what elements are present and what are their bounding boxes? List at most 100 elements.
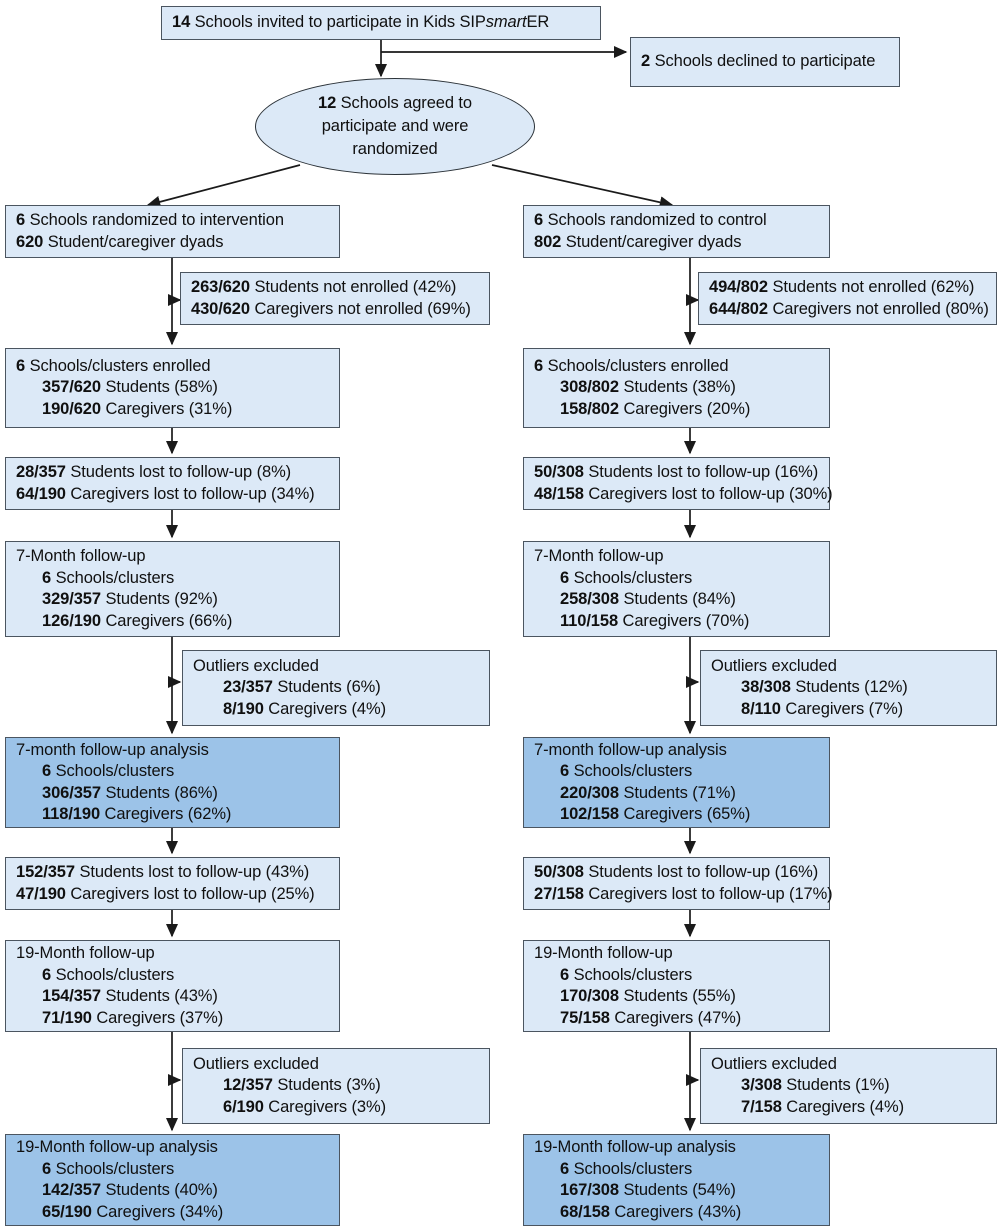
node-lost-followup-1-control[interactable]: 50/308 Students lost to follow-up (16%) …: [523, 457, 833, 510]
lost2-caregivers-label: Caregivers lost to follow-up (25%): [70, 884, 315, 903]
node-followup-7-control[interactable]: 7-Month follow-up 6 Schools/clusters 258…: [523, 541, 830, 637]
lost-followup-row: 27/158 Caregivers lost to follow-up (17%…: [534, 884, 833, 906]
lost2-students-label: Students lost to follow-up (16%): [588, 863, 819, 881]
an19-caregivers-label: Caregivers (43%): [614, 1202, 742, 1221]
enrolled-row: 158/802 Caregivers (20%): [534, 399, 819, 421]
node-followup-19-intervention[interactable]: 19-Month follow-up 6 Schools/clusters 15…: [5, 940, 340, 1032]
an19-students-count: 142/357: [42, 1181, 101, 1199]
outliers-7-row: 8/110 Caregivers (7%): [711, 699, 986, 721]
lost-followup-row: 47/190 Caregivers lost to follow-up (25%…: [16, 884, 329, 906]
alloc-schools-label: Schools randomized to control: [547, 211, 767, 229]
allocation-control-line-1: 6 Schools randomized to control: [534, 210, 819, 232]
alloc-dyads-label: Student/caregiver dyads: [565, 232, 742, 251]
declined-count: 2: [641, 52, 651, 71]
an19-students-label: Students (54%): [623, 1181, 736, 1199]
node-not-enrolled-control[interactable]: 494/802 Students not enrolled (62%) 644/…: [698, 272, 997, 325]
an19-schools-label: Schools/clusters: [573, 1159, 693, 1178]
analysis-19-row: 142/357 Students (40%): [16, 1180, 329, 1202]
enrolled-caregivers-label: Caregivers (31%): [105, 399, 233, 418]
analysis-19-row: 65/190 Caregivers (34%): [16, 1202, 329, 1224]
followup-19-row: 154/357 Students (43%): [16, 986, 329, 1008]
out19-caregivers-count: 7/158: [741, 1097, 782, 1116]
an7-students-label: Students (71%): [623, 783, 736, 802]
followup-7-row: 258/308 Students (84%): [534, 589, 819, 611]
randomization-line-2: participate and were: [321, 117, 469, 135]
analysis-7-row: 6 Schools/clusters: [534, 761, 819, 783]
fu19-schools-label: Schools/clusters: [55, 965, 175, 984]
fu7-schools-count: 6: [560, 568, 570, 587]
invited-label: Schools invited to participate in Kids S…: [194, 13, 486, 32]
an19-schools-count: 6: [42, 1159, 52, 1178]
fu7-caregivers-label: Caregivers (70%): [622, 611, 750, 630]
node-allocation-intervention[interactable]: 6 Schools randomized to intervention 620…: [5, 205, 340, 258]
followup-7-row: 110/158 Caregivers (70%): [534, 611, 819, 633]
outliers-7-title: Outliers excluded: [711, 656, 837, 675]
node-schools-declined[interactable]: 2 Schools declined to participate: [630, 37, 900, 87]
analysis-7-row: 118/190 Caregivers (62%): [16, 804, 329, 826]
followup-19-row: 6 Schools/clusters: [534, 965, 819, 987]
outliers-7-row: 38/308 Students (12%): [711, 677, 986, 699]
enrolled-students-count: 308/802: [560, 378, 619, 397]
node-analysis-19-intervention[interactable]: 19-Month follow-up analysis 6 Schools/cl…: [5, 1134, 340, 1226]
an7-students-count: 306/357: [42, 783, 101, 802]
fu7-students-count: 329/357: [42, 590, 101, 608]
alloc-dyads-label: Student/caregiver dyads: [47, 232, 224, 251]
randomized-count: 12: [318, 94, 337, 112]
followup-19-title: 19-Month follow-up: [534, 944, 673, 962]
node-followup-7-intervention[interactable]: 7-Month follow-up 6 Schools/clusters 329…: [5, 541, 340, 637]
node-outliers-7-intervention[interactable]: Outliers excluded 23/357 Students (6%) 8…: [182, 650, 490, 726]
fu7-caregivers-count: 126/190: [42, 611, 101, 630]
followup-19-row: 6 Schools/clusters: [16, 965, 329, 987]
followup-7-title: 7-Month follow-up: [534, 547, 664, 565]
enrolled-schools-count: 6: [534, 356, 544, 375]
enrolled-row: 357/620 Students (58%): [16, 377, 329, 399]
an7-caregivers-count: 118/190: [42, 805, 101, 823]
an7-caregivers-label: Caregivers (65%): [623, 805, 751, 823]
node-schools-invited[interactable]: 14 Schools invited to participate in Kid…: [161, 6, 601, 40]
alloc-schools-count: 6: [534, 211, 544, 229]
node-enrolled-control[interactable]: 6 Schools/clusters enrolled 308/802 Stud…: [523, 348, 830, 428]
node-randomization[interactable]: 12 Schools agreed to participate and wer…: [255, 78, 535, 175]
lost-followup-row: 50/308 Students lost to follow-up (16%): [534, 862, 819, 884]
an7-schools-label: Schools/clusters: [573, 762, 693, 780]
declined-label: Schools declined to participate: [654, 52, 876, 71]
alloc-schools-count: 6: [16, 211, 26, 229]
fu7-students-label: Students (84%): [623, 590, 736, 608]
lost2-students-label: Students lost to follow-up (43%): [79, 863, 310, 881]
lost2-students-count: 152/357: [16, 863, 75, 881]
allocation-control-line-2: 802 Student/caregiver dyads: [534, 232, 819, 254]
lost2-caregivers-label: Caregivers lost to follow-up (17%): [588, 884, 833, 903]
node-analysis-19-control[interactable]: 19-Month follow-up analysis 6 Schools/cl…: [523, 1134, 830, 1226]
node-outliers-19-control[interactable]: Outliers excluded 3/308 Students (1%) 7/…: [700, 1048, 997, 1124]
invited-label-tail: ER: [526, 13, 550, 32]
an19-caregivers-count: 65/190: [42, 1202, 92, 1221]
node-analysis-7-control[interactable]: 7-month follow-up analysis 6 Schools/clu…: [523, 737, 830, 828]
enrolled-row: 308/802 Students (38%): [534, 377, 819, 399]
node-lost-followup-1-intervention[interactable]: 28/357 Students lost to follow-up (8%) 6…: [5, 457, 340, 510]
analysis-7-row: 6 Schools/clusters: [16, 761, 329, 783]
fu7-schools-count: 6: [42, 568, 52, 587]
lost1-caregivers-count: 48/158: [534, 484, 584, 503]
followup-7-row: 329/357 Students (92%): [16, 589, 329, 611]
outliers-19-row: 6/190 Caregivers (3%): [193, 1097, 479, 1119]
analysis-7-row: 220/308 Students (71%): [534, 783, 819, 805]
node-analysis-7-intervention[interactable]: 7-month follow-up analysis 6 Schools/clu…: [5, 737, 340, 828]
fu19-caregivers-count: 75/158: [560, 1008, 610, 1027]
fu7-students-label: Students (92%): [105, 590, 218, 608]
node-lost-followup-2-control[interactable]: 50/308 Students lost to follow-up (16%) …: [523, 857, 833, 910]
node-lost-followup-2-intervention[interactable]: 152/357 Students lost to follow-up (43%)…: [5, 857, 340, 910]
node-outliers-7-control[interactable]: Outliers excluded 38/308 Students (12%) …: [700, 650, 997, 726]
node-allocation-control[interactable]: 6 Schools randomized to control 802 Stud…: [523, 205, 830, 258]
not-enrolled-students-count: 494/802: [709, 278, 768, 296]
out19-students-label: Students (3%): [277, 1076, 381, 1095]
enrolled-schools-label: Schools/clusters enrolled: [547, 356, 729, 375]
an7-schools-count: 6: [42, 762, 52, 780]
lost1-caregivers-count: 64/190: [16, 484, 66, 503]
outliers-19-title: Outliers excluded: [711, 1054, 837, 1073]
node-outliers-19-intervention[interactable]: Outliers excluded 12/357 Students (3%) 6…: [182, 1048, 490, 1124]
node-followup-19-control[interactable]: 19-Month follow-up 6 Schools/clusters 17…: [523, 940, 830, 1032]
randomization-line-1: 12 Schools agreed to: [318, 92, 472, 115]
outliers-19-row: 7/158 Caregivers (4%): [711, 1097, 986, 1119]
node-enrolled-intervention[interactable]: 6 Schools/clusters enrolled 357/620 Stud…: [5, 348, 340, 428]
node-not-enrolled-intervention[interactable]: 263/620 Students not enrolled (42%) 430/…: [180, 272, 490, 325]
